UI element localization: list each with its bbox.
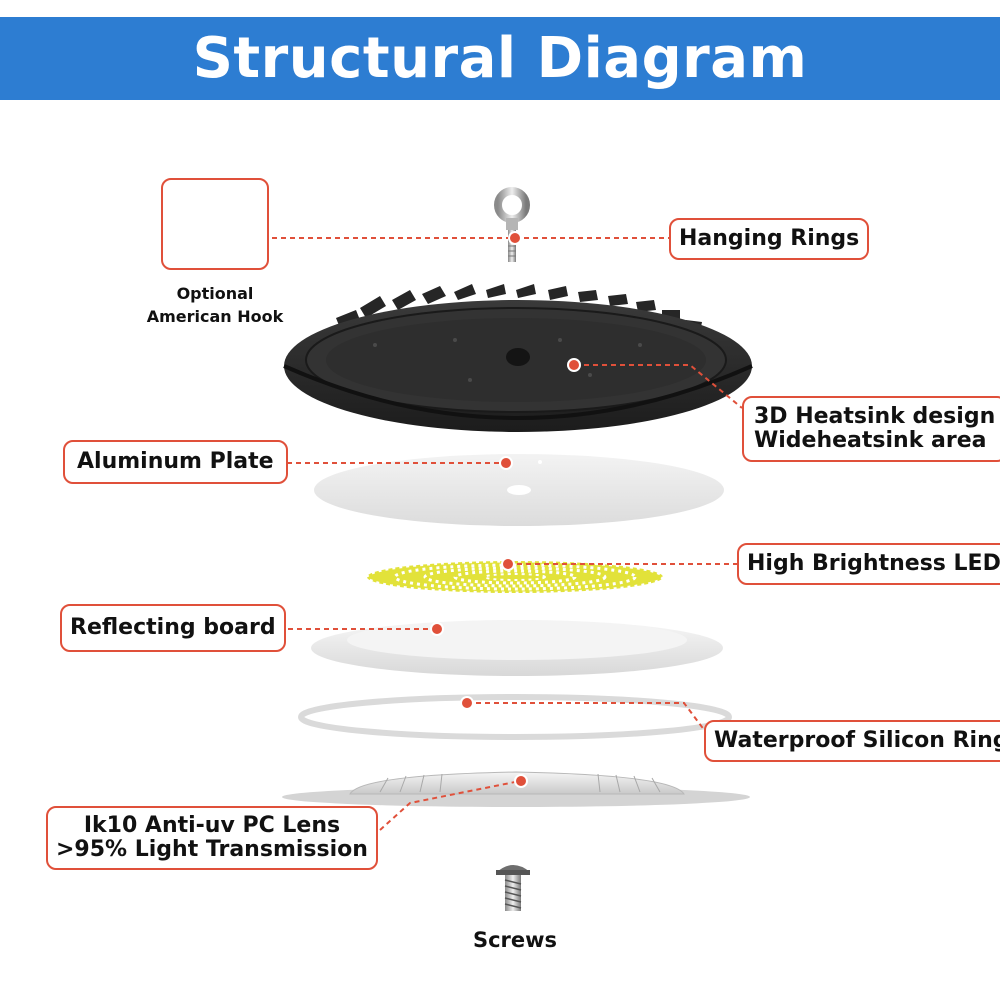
- optional-hook-line1: Optional: [176, 284, 254, 303]
- label-heatsink-line2: Wideheatsink area: [754, 428, 987, 453]
- aluminum-plate: [314, 454, 724, 526]
- optional-hook-caption: Optional American Hook: [140, 282, 290, 328]
- screws-caption: Screws: [472, 928, 558, 952]
- led-array: [365, 559, 665, 595]
- label-reflecting-board: Reflecting board: [60, 604, 286, 652]
- optional-hook-line2: American Hook: [146, 307, 284, 326]
- title-banner: Structural Diagram: [0, 17, 1000, 100]
- label-heatsink: 3D Heatsink design Wideheatsink area: [742, 396, 1000, 462]
- label-pc-lens: Ik10 Anti-uv PC Lens >95% Light Transmis…: [46, 806, 378, 870]
- page-title: Structural Diagram: [192, 26, 808, 91]
- optional-hook-frame: [161, 178, 269, 270]
- label-aluminum-plate: Aluminum Plate: [63, 440, 288, 484]
- label-hanging-rings: Hanging Rings: [669, 218, 870, 260]
- heatsink-housing: [283, 300, 753, 432]
- screw-icon: [496, 865, 530, 911]
- hanging-ring-icon: [494, 187, 530, 262]
- silicon-ring: [298, 694, 732, 740]
- leader-lines: [270, 237, 743, 831]
- label-heatsink-line1: 3D Heatsink design: [754, 404, 996, 429]
- label-pc-lens-line1: Ik10 Anti-uv PC Lens: [83, 813, 341, 838]
- leader-dots: [430, 231, 581, 788]
- label-led: High Brightness LED: [737, 543, 1000, 585]
- label-silicon-ring: Waterproof Silicon Ring: [704, 720, 1000, 762]
- label-pc-lens-line2: >95% Light Transmission: [56, 837, 368, 862]
